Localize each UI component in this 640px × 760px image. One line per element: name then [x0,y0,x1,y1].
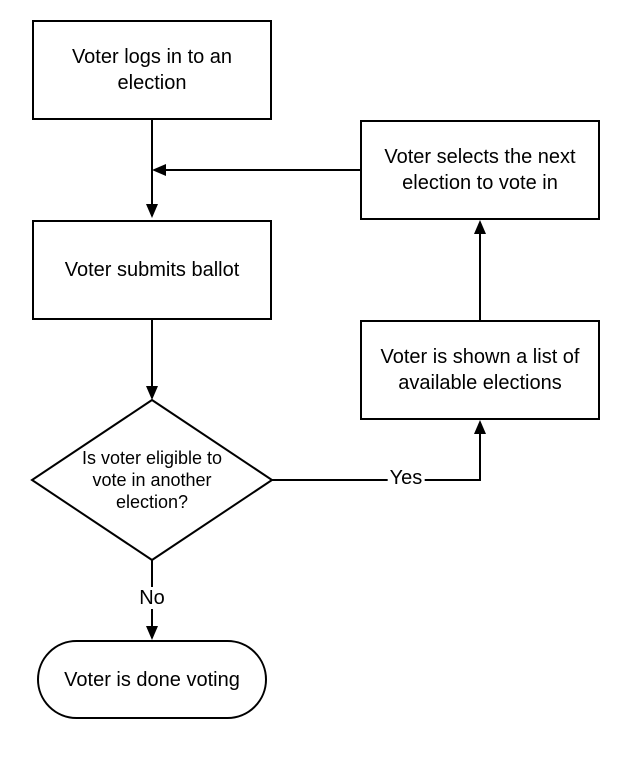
process-submit-ballot: Voter submits ballot [32,220,272,320]
process-select-next-election: Voter selects the next election to vote … [360,120,600,220]
process-select-next-election-label: Voter selects the next election to vote … [384,146,576,194]
process-shown-list-label: Voter is shown a list of available elect… [380,346,580,394]
arrowhead-into-submit [146,204,158,218]
arrowhead-merge [152,164,166,176]
edge-label-yes: Yes [387,467,425,489]
edge-decision-yes [272,434,481,481]
process-shown-list: Voter is shown a list of available elect… [360,320,600,420]
arrowhead-into-shown-list [474,420,486,434]
arrowhead-into-select-next [474,220,486,234]
process-login: Voter logs in to an election [32,20,272,120]
terminal-done-voting-label: Voter is done voting [64,668,240,691]
arrowhead-into-decision [146,386,158,400]
process-submit-ballot-label: Voter submits ballot [64,259,240,281]
terminal-done-voting: Voter is done voting [37,640,267,719]
arrowhead-into-done [146,626,158,640]
process-login-label: Voter logs in to an election [71,46,233,94]
edge-label-no: No [137,587,167,609]
decision-label: Is voter eligible to vote in another ele… [81,448,223,512]
